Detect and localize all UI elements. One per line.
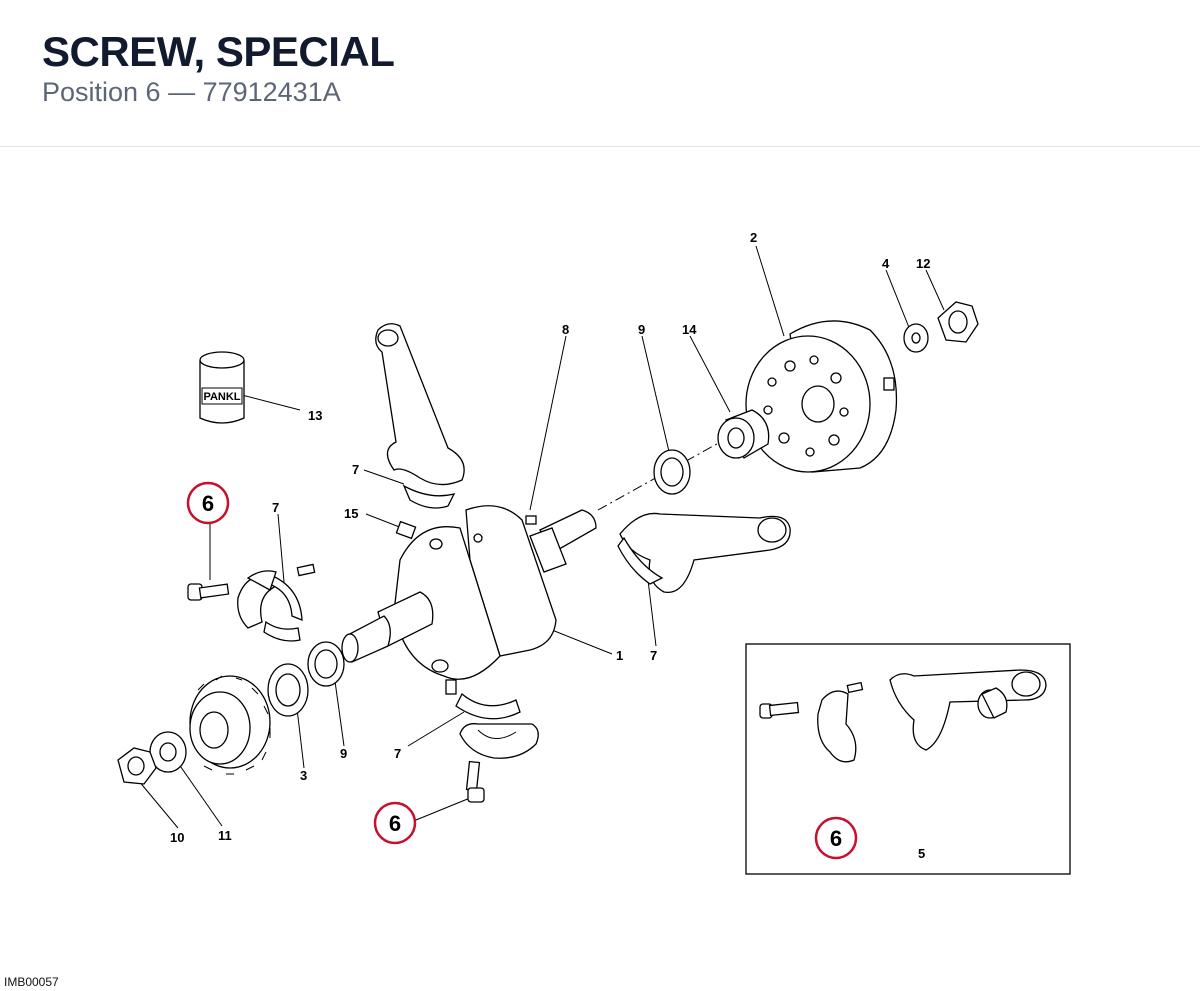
bearing-shell-lower: [455, 692, 521, 720]
label-1: 1: [616, 648, 623, 663]
image-code: IMB00057: [4, 975, 59, 989]
label-11: 11: [218, 828, 232, 843]
seal-3: [267, 663, 309, 717]
label-9-upper: 9: [638, 322, 645, 337]
page-subtitle: Position 6 — 77912431A: [42, 77, 341, 107]
label-4: 4: [882, 256, 890, 271]
timing-gear: [189, 675, 271, 775]
bearing-cap-left: [237, 570, 303, 642]
nut-12: [937, 301, 979, 343]
part-labels: 2 4 12 8 9 14 13 7 15 7 1 7 9 3 7 10 11 …: [170, 230, 930, 861]
page-title: SCREW, SPECIAL: [42, 28, 395, 75]
label-8: 8: [562, 322, 569, 337]
crankshaft: [341, 505, 597, 680]
dowel-lower: [445, 679, 457, 695]
dowel-upper: [296, 563, 316, 577]
label-14: 14: [682, 322, 697, 337]
bearing-cap-lower: [459, 723, 539, 759]
label-2: 2: [750, 230, 757, 245]
connecting-rod-upper: [375, 323, 465, 509]
label-5: 5: [918, 846, 925, 861]
rotor-flywheel: [745, 320, 898, 473]
dowel-15: [395, 520, 417, 540]
label-3: 3: [300, 768, 307, 783]
bushing-14: [717, 409, 770, 459]
svg-text:6: 6: [389, 811, 401, 836]
callout-6-inset[interactable]: 6: [814, 816, 858, 860]
label-9-lower: 9: [340, 746, 347, 761]
label-7-left-cap: 7: [272, 500, 279, 515]
connecting-rod-lower: [617, 512, 791, 594]
svg-text:6: 6: [830, 826, 842, 851]
nut-10: [117, 747, 157, 785]
header: SCREW, SPECIAL Position 6 — 77912431A: [0, 0, 1200, 147]
label-15: 15: [344, 506, 358, 521]
svg-text:6: 6: [202, 491, 214, 516]
exploded-diagram: PANKL: [117, 230, 1071, 875]
brand-label: PANKL: [203, 391, 240, 403]
special-screw-upper: [187, 583, 230, 601]
pankl-bushing: PANKL: [199, 351, 245, 424]
label-12: 12: [916, 256, 930, 271]
label-7-upper-rod: 7: [352, 462, 359, 477]
label-10: 10: [170, 830, 184, 845]
detail-inset: [745, 643, 1071, 875]
callout-6-lower[interactable]: 6: [373, 801, 417, 845]
callout-6-upper[interactable]: 6: [186, 481, 230, 525]
label-7-lower-shell: 7: [394, 746, 401, 761]
label-7-right-rod: 7: [650, 648, 657, 663]
label-13: 13: [308, 408, 322, 423]
special-screw-lower: [465, 760, 485, 803]
